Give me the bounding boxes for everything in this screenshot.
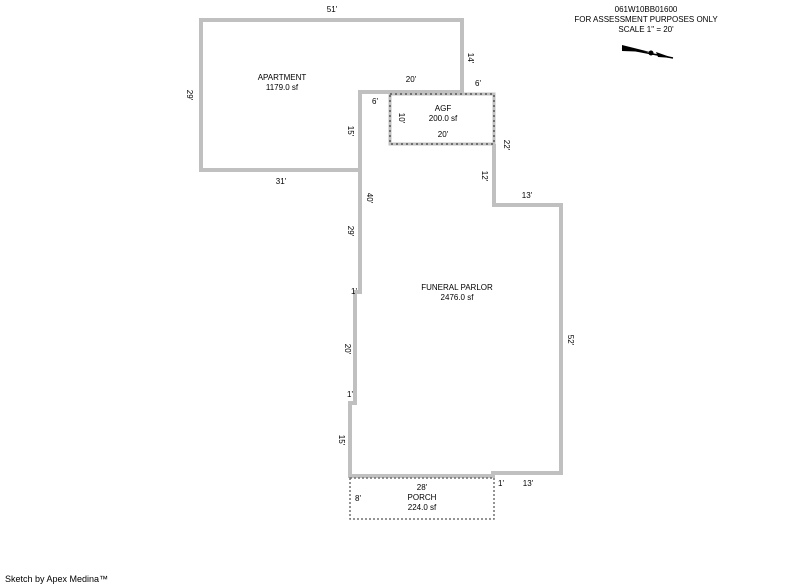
dim-label: 1' xyxy=(351,287,357,296)
apartment-outline xyxy=(199,18,464,172)
dim-label: 1' xyxy=(347,390,353,399)
dim-label: 6' xyxy=(372,97,378,106)
dim-label: 22' xyxy=(502,139,511,151)
dim-label: 28' xyxy=(416,483,428,492)
dim-label: 13' xyxy=(522,479,534,488)
sketch-header: 061W10BB01600 FOR ASSESSMENT PURPOSES ON… xyxy=(574,5,717,35)
dim-label: 14' xyxy=(466,52,475,64)
dim-label: 15' xyxy=(346,125,355,137)
agf-dotted-outline xyxy=(389,93,495,145)
footer-credit: Sketch by Apex Medina™ xyxy=(5,574,109,584)
dim-label: 1' xyxy=(498,479,504,488)
dim-label: 20' xyxy=(343,343,352,355)
north-arrow-icon xyxy=(621,45,674,59)
dim-label: 6' xyxy=(475,79,481,88)
disclaimer: FOR ASSESSMENT PURPOSES ONLY xyxy=(574,15,718,24)
dim-label: 8' xyxy=(355,494,361,503)
dim-label: 40' xyxy=(365,192,374,204)
dim-label: 51' xyxy=(326,5,338,14)
dim-label: 12' xyxy=(480,170,489,182)
scale-label: SCALE 1" = 20' xyxy=(618,25,674,34)
dim-label: 13' xyxy=(521,191,533,200)
dim-label: 15' xyxy=(337,434,346,446)
dim-label: 20' xyxy=(437,130,449,139)
dim-label: 10' xyxy=(397,112,406,124)
dim-label: 31' xyxy=(275,177,287,186)
funeral-parlor-outline xyxy=(348,90,563,478)
dim-label: 20' xyxy=(405,75,417,84)
dim-label: 29' xyxy=(346,225,355,237)
dim-label: 29' xyxy=(185,89,194,101)
parcel-id: 061W10BB01600 xyxy=(614,5,678,14)
porch-outline xyxy=(349,477,495,520)
dim-label: 52' xyxy=(566,334,575,346)
